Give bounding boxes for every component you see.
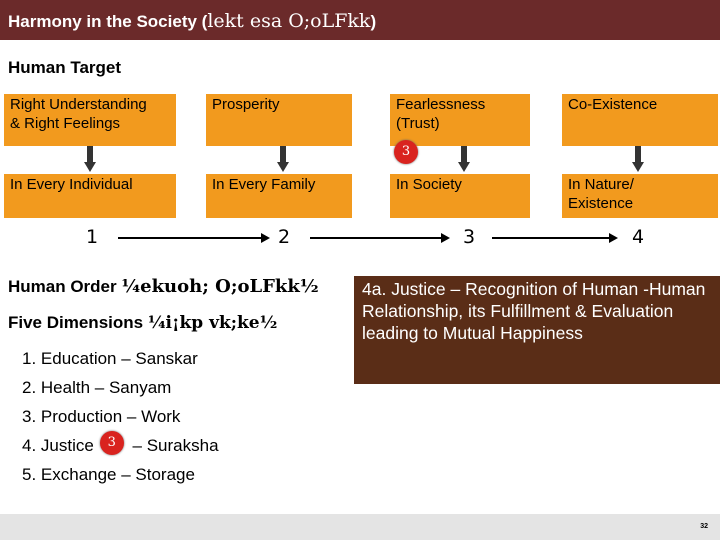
level-box-1: In Every Individual (4, 174, 176, 218)
down-arrow-icon (277, 146, 289, 174)
step-number-4: 4 (632, 226, 645, 248)
target-box-2: Prosperity (206, 94, 352, 146)
level-box-3: In Society (390, 174, 530, 218)
right-arrow-icon (492, 233, 618, 243)
list-item: 3. Production – Work (22, 407, 181, 426)
justice-badge: 3 (99, 431, 124, 455)
order-hindi: ¼ekuoh; O;oLFkk½ (121, 276, 319, 297)
human-order-heading: Human Order ¼ekuoh; O;oLFkk½ (8, 276, 319, 297)
title-end: ) (370, 12, 377, 31)
right-arrow-icon (310, 233, 450, 243)
justice-badge-slot: 3 (94, 431, 128, 455)
list-item: 5. Exchange – Storage (22, 465, 195, 484)
step-number-1: 1 (86, 226, 99, 248)
level-box-2: In Every Family (206, 174, 352, 218)
list-item: 1. Education – Sanskar (22, 349, 198, 368)
footer: 32 (0, 514, 720, 540)
target-box-3: Fearlessness (Trust) (390, 94, 530, 146)
justice-label: 4. Justice (22, 436, 94, 455)
level-box-4: In Nature/ Existence (562, 174, 718, 218)
list-item: 2. Health – Sanyam (22, 378, 172, 397)
dimensions-label: Five Dimensions (8, 313, 148, 332)
target-box-4: Co-Existence (562, 94, 718, 146)
order-label: Human Order (8, 277, 122, 296)
justice-callout: 4a. Justice – Recognition of Human -Huma… (354, 276, 720, 384)
title-bar: Harmony in the Society (lekt esa O;oLFkk… (0, 0, 720, 40)
page-title: Harmony in the Society (lekt esa O;oLFkk… (8, 10, 376, 32)
trust-badge: 3 (394, 140, 418, 164)
five-dimensions-heading: Five Dimensions ¼i¡kp vk;ke½ (8, 313, 277, 333)
target-box-1: Right Understanding & Right Feelings (4, 94, 176, 146)
title-hindi: lekt esa O;oLFkk (207, 10, 371, 32)
down-arrow-icon (632, 146, 644, 174)
dimensions-hindi: ¼i¡kp vk;ke½ (147, 313, 278, 333)
list-item: 4. Justice 3 – Suraksha (22, 431, 219, 460)
down-arrow-icon (84, 146, 96, 174)
step-number-2: 2 (278, 226, 291, 248)
page-number: 32 (700, 523, 708, 530)
down-arrow-icon (458, 146, 470, 174)
step-number-3: 3 (463, 226, 476, 248)
right-arrow-icon (118, 233, 270, 243)
subtitle: Human Target (8, 58, 122, 77)
justice-suffix: – Suraksha (127, 436, 219, 455)
title-text: Harmony in the Society ( (8, 12, 208, 31)
dimension-list: 1. Education – Sanskar 2. Health – Sanya… (22, 344, 219, 489)
